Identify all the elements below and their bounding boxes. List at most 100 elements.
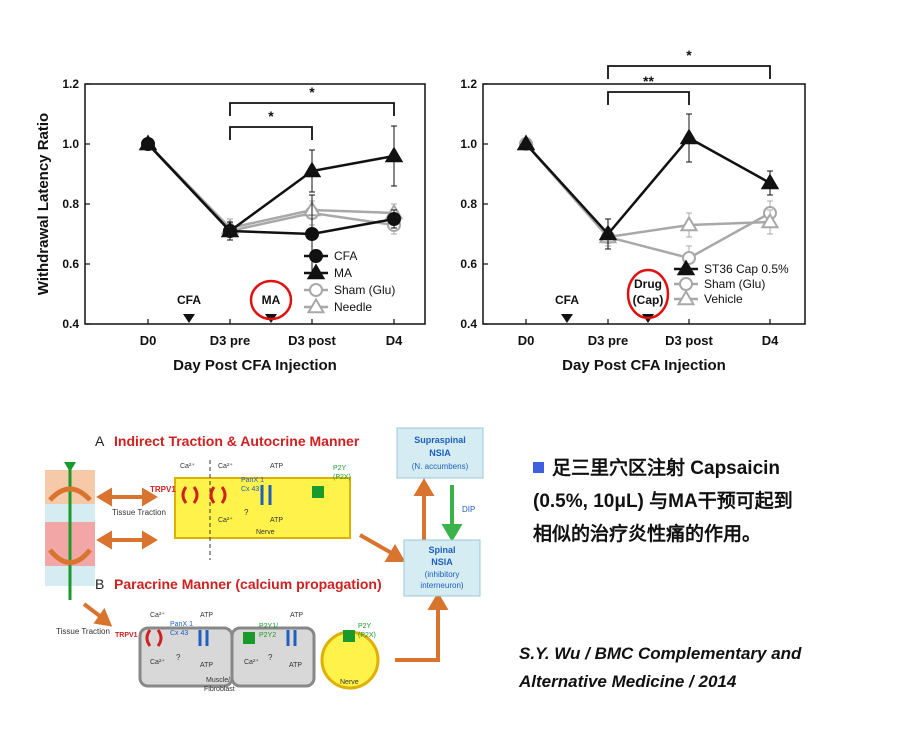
significance-bracket	[229, 126, 313, 140]
muscle-label: Muscle/	[206, 677, 230, 684]
spinal-box	[403, 539, 481, 597]
series-line	[525, 143, 771, 239]
p2y-receptor-icon	[312, 486, 324, 498]
x-tick-label: D4	[386, 333, 403, 348]
y-tick-label: 0.8	[460, 197, 477, 211]
dip-label: DIP	[462, 505, 475, 514]
trpv1-label-a: TRPV1	[150, 485, 176, 494]
event-label: (Cap)	[633, 293, 664, 307]
data-point	[760, 173, 780, 190]
legend-label: ST36 Cap 0.5%	[704, 262, 789, 276]
series-line	[525, 136, 771, 236]
note-line-3: 相似的治疗炎性痛的作用。	[533, 524, 762, 545]
cx43-label-a: Cx 43	[241, 486, 259, 493]
y-tick-label: 0.4	[62, 317, 79, 331]
atp-label: ATP	[200, 662, 213, 669]
traction-arrows	[82, 487, 158, 627]
spinal-title: Spinal	[428, 545, 455, 555]
ca-label: Ca²⁺	[180, 462, 195, 470]
unknown-mark: ?	[244, 508, 249, 517]
ca-label: Ca²⁺	[150, 658, 165, 666]
y-tick-label: 1.0	[460, 137, 477, 151]
cx43-label-b: Cx 43	[170, 630, 188, 637]
data-point	[387, 212, 401, 226]
x-tick-label: D3 post	[665, 333, 713, 348]
panel-b-title: Paracrine Manner (calcium propagation)	[114, 576, 382, 592]
panx-channel-icon	[260, 485, 272, 505]
citation: S.Y. Wu / BMC Complementary and Alternat…	[519, 640, 889, 696]
ca-label: Ca²⁺	[244, 658, 259, 666]
traction-curve	[48, 548, 92, 565]
event-highlight-circle	[249, 279, 293, 321]
x-tick-label: D3 pre	[588, 333, 628, 348]
significance-bracket	[607, 65, 771, 79]
legend-label: Vehicle	[704, 292, 743, 306]
nerve-cell-a	[174, 477, 351, 539]
unknown-mark: ?	[176, 653, 181, 662]
y-tick-label: 0.6	[62, 257, 79, 271]
bullet-square-icon	[533, 462, 544, 473]
spinal-nsia: NSIA	[431, 557, 453, 567]
citation-line-2: Alternative Medicine / 2014	[519, 672, 737, 691]
tissue-traction-label-a: Tissue Traction	[112, 508, 166, 517]
atp-label: ATP	[270, 463, 283, 470]
panel-b-letter: B	[95, 576, 104, 592]
legend-label: Sham (Glu)	[704, 277, 765, 291]
event-label: CFA	[177, 293, 201, 307]
data-point	[305, 227, 319, 241]
ca-label: Ca²⁺	[218, 516, 233, 524]
data-point	[679, 128, 699, 145]
p2y2-label: P2Y2	[259, 632, 276, 639]
x-axis-label: Day Post CFA Injection	[173, 357, 337, 374]
legend-marker	[309, 249, 323, 263]
spinal-sub-1: (inhibitory	[425, 570, 460, 579]
panel-a-letter: A	[95, 433, 105, 449]
event-highlight-circle	[626, 268, 670, 320]
trpv1-label-b: TRPV1	[115, 632, 138, 639]
data-point	[302, 161, 322, 178]
supraspinal-sub: (N. accumbens)	[412, 462, 469, 471]
supraspinal-nsia: NSIA	[429, 448, 451, 458]
event-label: CFA	[555, 293, 579, 307]
citation-line-1: S.Y. Wu / BMC Complementary and	[519, 644, 802, 663]
fibroblast-label: Fibroblast	[204, 686, 235, 693]
p2y-label-a: P2Y	[333, 465, 347, 472]
data-point	[679, 215, 699, 232]
y-tick-label: 1.2	[460, 77, 477, 91]
y-tick-label: 0.4	[460, 317, 477, 331]
event-marker-icon	[183, 314, 195, 323]
x-tick-label: D4	[762, 333, 779, 348]
data-point	[220, 221, 240, 238]
legend-label: MA	[334, 266, 352, 280]
y-tick-label: 1.2	[62, 77, 79, 91]
y-tick-label: 1.0	[62, 137, 79, 151]
summary-note: 足三里穴区注射 Capsaicin (0.5%, 10μL) 与MA干预可起到 …	[533, 452, 863, 551]
tissue-column	[45, 462, 95, 600]
signal-flow-arrows	[359, 478, 449, 662]
significance-bracket	[607, 91, 690, 105]
note-line-2: (0.5%, 10μL) 与MA干预可起到	[533, 491, 793, 512]
ca-label: Ca²⁺	[150, 611, 165, 619]
nerve-label-a: Nerve	[256, 529, 275, 536]
series-line	[147, 143, 395, 233]
nerve-label-b: Nerve	[340, 679, 359, 686]
data-point	[516, 134, 536, 151]
panx-label-b: PanX 1	[170, 621, 193, 628]
legend-marker	[309, 283, 323, 297]
legend-label: Sham (Glu)	[334, 283, 395, 297]
series-line	[525, 143, 771, 260]
data-point	[598, 224, 618, 241]
x-tick-label: D3 pre	[210, 333, 250, 348]
p2y-receptor-icon	[343, 630, 355, 642]
y-tick-label: 0.8	[62, 197, 79, 211]
panx-channel-icon	[198, 630, 297, 646]
x-axis-label: Day Post CFA Injection	[562, 357, 726, 374]
note-text-1: 足三里穴区注射 Capsaicin	[552, 458, 781, 479]
needle-handle-icon	[64, 462, 76, 472]
significance-label: **	[643, 73, 654, 89]
event-label: Drug	[634, 277, 662, 291]
spinal-sub-2: interneuron)	[420, 581, 463, 590]
p2y-label-b: P2Y	[358, 623, 372, 630]
